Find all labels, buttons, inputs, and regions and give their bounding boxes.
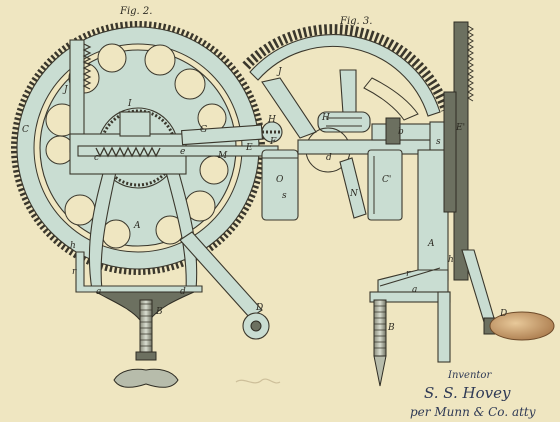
figure-3 [242, 21, 555, 387]
fig2-letter-D: D [255, 303, 263, 313]
figure-labels: Fig. 2. Fig. 3. [119, 6, 372, 27]
fig3-rack [443, 21, 474, 281]
inventor-signature: S. S. Hovey [424, 384, 511, 402]
fig3-letter-b: b [398, 127, 404, 137]
fig2-letter-s: s [282, 191, 287, 201]
fig3-letter-A: A [427, 239, 435, 249]
fig2-letter-G: G [200, 125, 207, 135]
fig2-letter-B: B [155, 307, 163, 317]
fig3-letter-E1: E' [455, 123, 465, 133]
fig2-reference-letters: J C I G M A B D h r a d e c H F E O s [22, 85, 287, 317]
fig3-letter-J: J [276, 67, 283, 77]
fig2-letter-M: M [217, 151, 228, 161]
fig2-letter-a: a [96, 287, 101, 297]
fig2-letter-r: r [72, 267, 77, 277]
fig2-letter-c: c [94, 153, 99, 163]
fig3-letter-d: d [326, 153, 332, 163]
fig3-letter-C1: C' [382, 175, 391, 185]
fig3-letter-a: a [412, 285, 417, 295]
fig2-knife [261, 121, 299, 221]
fig2-letter-I: I [127, 99, 132, 109]
fig3-letter-h: h [448, 255, 454, 265]
fig2-letter-H: H [267, 115, 276, 125]
fig2-rack [69, 39, 92, 153]
fig3-fork [305, 111, 371, 173]
fig3-blades [339, 149, 403, 221]
fig2-letter-d: d [180, 287, 186, 297]
fig2-letter-F: F [269, 137, 277, 147]
fig3-crank-handle [461, 249, 555, 341]
fig3-title: Fig. 3. [339, 16, 372, 27]
fig2-frame [75, 160, 203, 388]
pencil-scribble [235, 378, 281, 384]
fig2-letter-O: O [276, 175, 284, 185]
fig2-letter-h: h [70, 241, 76, 251]
inventor-caption: Inventor [447, 370, 492, 381]
fig3-letter-D: D [499, 309, 507, 319]
fig2-title: Fig. 2. [119, 6, 152, 17]
fig2-letter-E: E [245, 143, 253, 153]
figure-2 [11, 21, 299, 388]
fig3-reference-letters: J H N C' A B D r h E' a d b s [276, 67, 507, 333]
fig3-letter-B: B [387, 323, 395, 333]
fig3-letter-H: H [321, 113, 330, 123]
fig3-letter-N: N [349, 189, 359, 199]
fig2-letter-e: e [180, 147, 185, 157]
fig2-letter-C: C [22, 125, 29, 135]
attorney-signature: per Munn & Co. atty [410, 405, 536, 419]
fig2-crank [179, 231, 270, 340]
fig3-letter-r: r [406, 269, 411, 279]
fig2-letter-A: A [133, 221, 141, 231]
fig3-upright [369, 149, 451, 387]
fig2-letter-J: J [62, 85, 69, 95]
signature-block: Inventor S. S. Hovey per Munn & Co. atty [410, 370, 536, 419]
fig3-letter-s: s [436, 137, 441, 147]
